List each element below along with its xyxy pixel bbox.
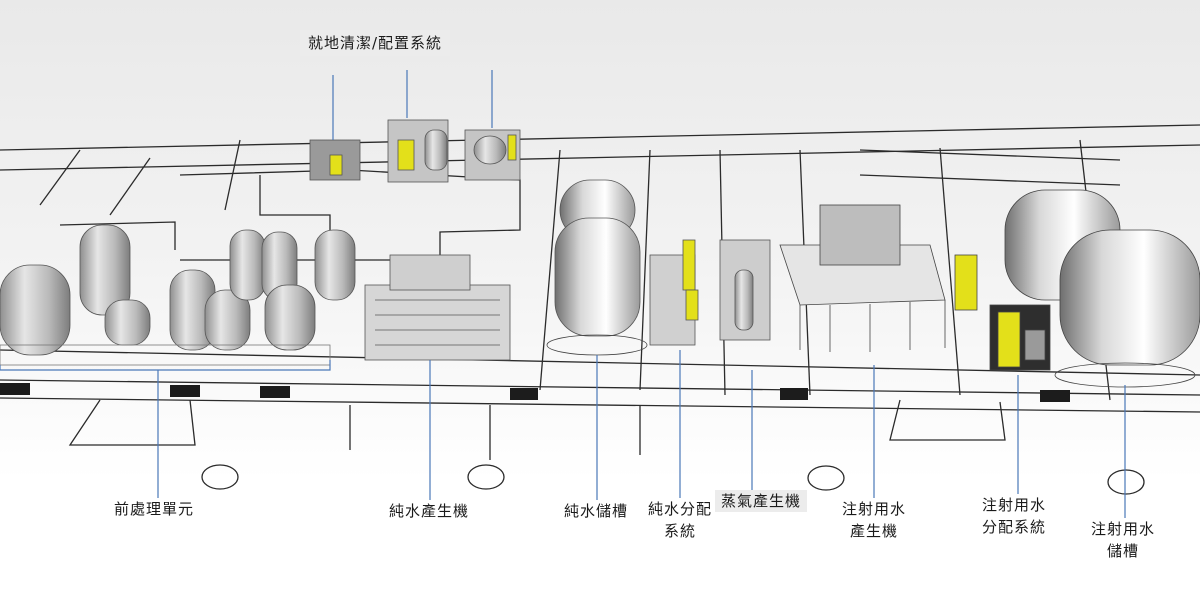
label-wfi-tank-line2: 儲槽 [1107, 542, 1140, 560]
cip-equipment [309, 119, 521, 183]
label-wfi-gen-line2: 產生機 [850, 522, 899, 540]
leader-lines [0, 70, 1126, 520]
purified-water-tank-equipment [546, 179, 648, 356]
label-pw-dist-line1: 純水分配 [648, 500, 713, 518]
wall-markers [0, 383, 1070, 402]
label-pw-dist-line2: 系統 [664, 522, 697, 540]
label-purified-water-tank: 純水儲槽 [558, 500, 635, 522]
label-purified-water-generator: 純水產生機 [383, 500, 476, 522]
label-wfi-dist-line1: 注射用水 [982, 496, 1047, 514]
grid-markers [201, 464, 1145, 495]
purified-water-generator-equipment [364, 254, 511, 361]
steam-generator-equipment [719, 239, 771, 341]
wfi-tank-equipment [1004, 189, 1200, 388]
label-pretreatment: 前處理單元 [108, 498, 201, 520]
pretreatment-equipment [0, 224, 356, 366]
label-wfi-dist-line2: 分配系統 [982, 518, 1047, 536]
label-wfi-distribution: 注射用水 分配系統 [976, 494, 1053, 538]
label-wfi-tank: 注射用水 儲槽 [1085, 518, 1162, 562]
label-steam-generator: 蒸氣產生機 [715, 490, 808, 512]
label-cip: 就地清潔/配置系統 [300, 30, 451, 56]
wfi-distribution-equipment [989, 304, 1051, 371]
label-wfi-generator: 注射用水 產生機 [836, 498, 913, 542]
pw-distribution-equipment [649, 239, 699, 346]
wfi-generator-equipment [779, 204, 978, 352]
label-purified-water-distribution: 純水分配 系統 [642, 498, 719, 542]
label-wfi-tank-line1: 注射用水 [1091, 520, 1156, 538]
label-wfi-gen-line1: 注射用水 [842, 500, 907, 518]
